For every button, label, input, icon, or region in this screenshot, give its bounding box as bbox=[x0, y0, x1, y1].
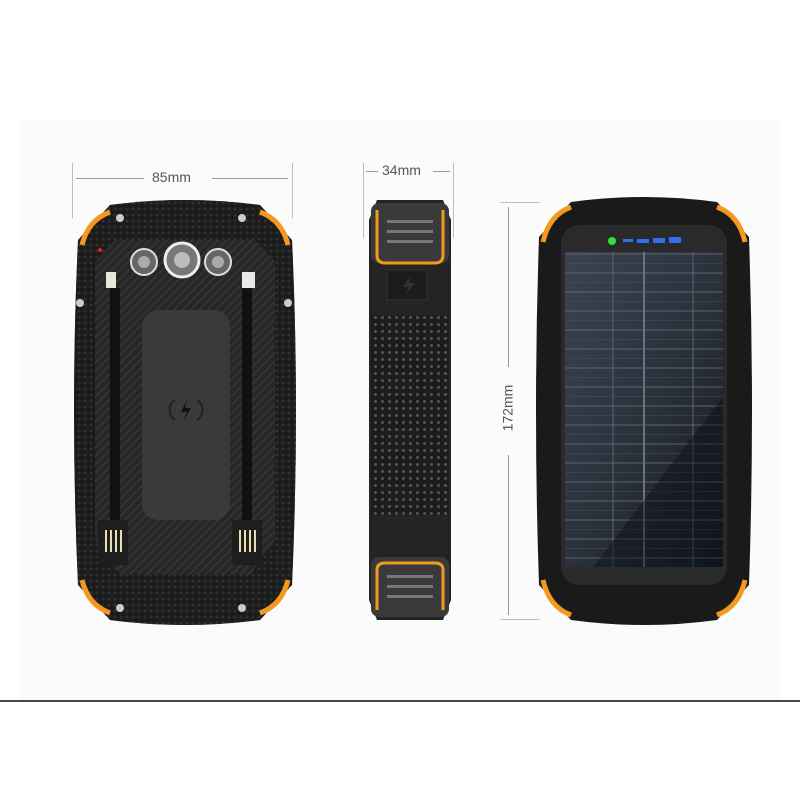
power-bank-front-view bbox=[536, 197, 752, 625]
dim-arrow bbox=[212, 178, 288, 179]
thickness-label: 34mm bbox=[378, 162, 425, 178]
dim-guide-top bbox=[500, 202, 540, 203]
width-label: 85mm bbox=[148, 169, 195, 185]
height-label: 172mm bbox=[499, 380, 516, 436]
dim-guide-right bbox=[292, 163, 293, 218]
dim-guide-left bbox=[72, 163, 73, 218]
dim-guide-right bbox=[453, 163, 454, 238]
dim-arrow bbox=[508, 207, 509, 367]
dim-guide-left bbox=[363, 163, 364, 238]
divider-line bbox=[0, 700, 800, 702]
dim-arrow bbox=[76, 178, 144, 179]
dim-arrow bbox=[433, 171, 450, 172]
dim-guide-bottom bbox=[500, 619, 540, 620]
dim-arrow bbox=[366, 171, 380, 172]
power-bank-back-view bbox=[74, 200, 296, 625]
dim-arrow bbox=[508, 455, 509, 615]
power-bank-side-view bbox=[369, 200, 451, 620]
status-led-green bbox=[608, 237, 616, 245]
